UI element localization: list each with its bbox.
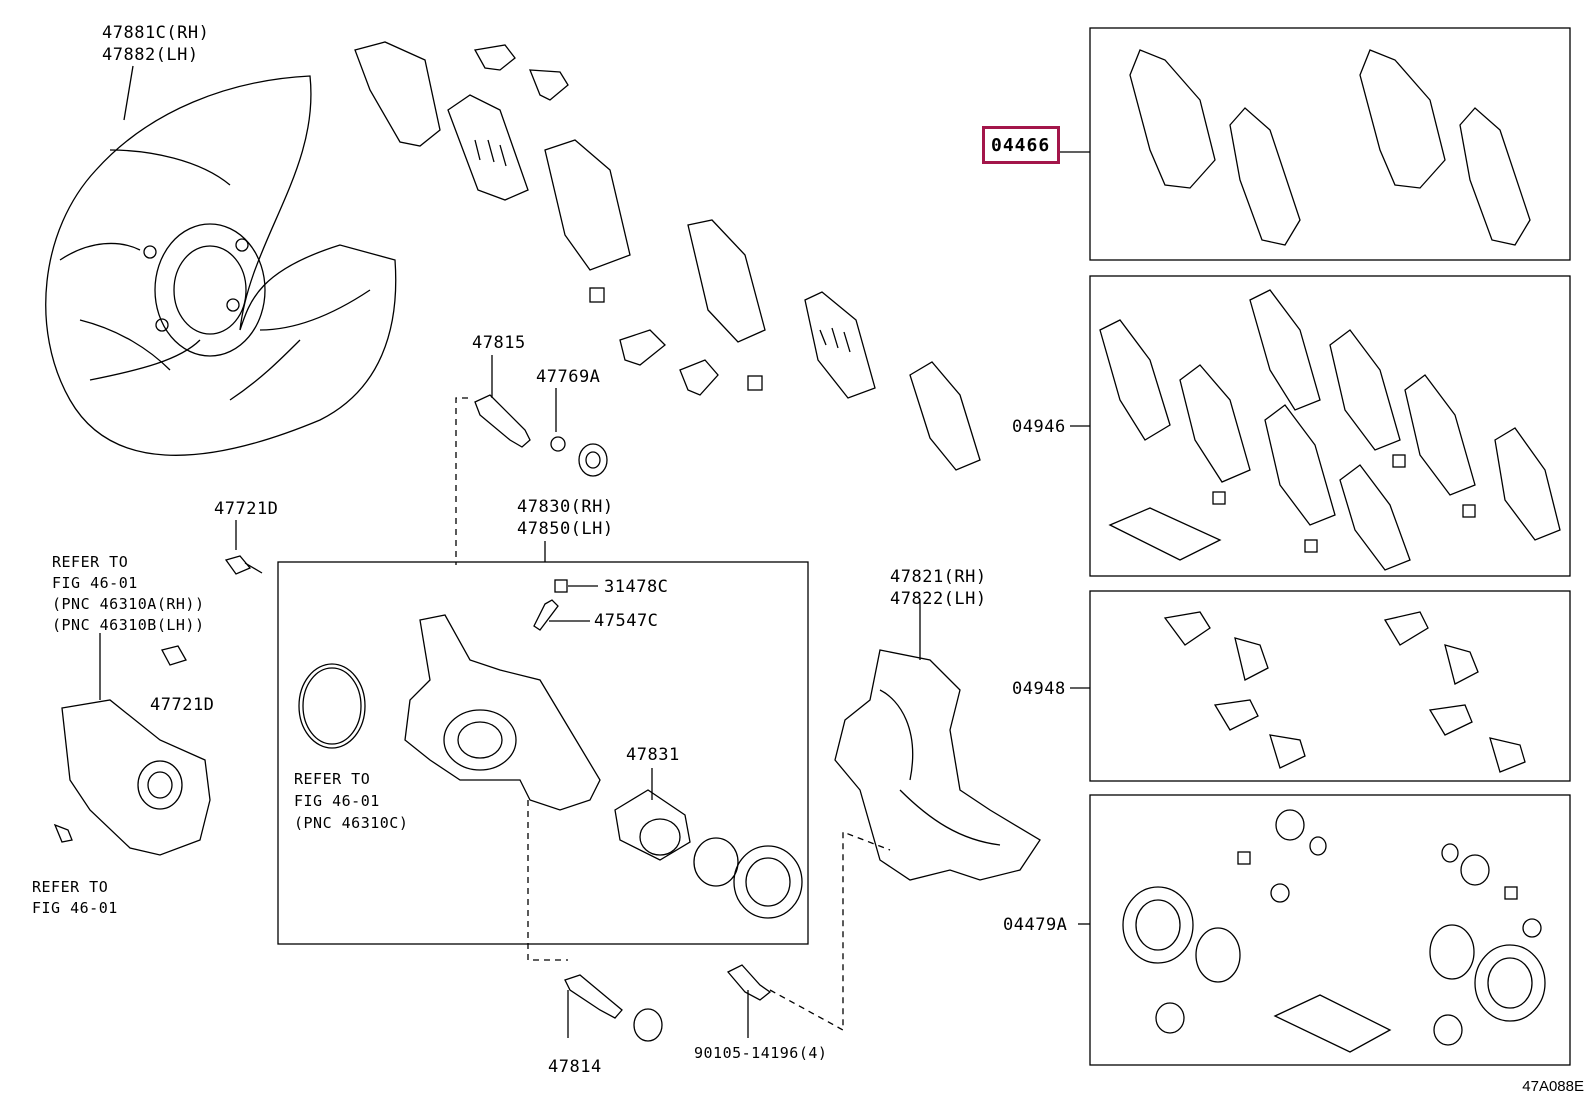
label-47882[interactable]: 47882(LH)	[102, 45, 199, 65]
caliper-body[interactable]	[404, 614, 601, 811]
label-47831[interactable]: 47831	[626, 745, 680, 765]
kit-04466-pads[interactable]	[1129, 49, 1531, 246]
refer-label-bottom-1: REFER TO	[32, 878, 109, 896]
label-47814[interactable]: 47814	[548, 1057, 602, 1077]
label-47769a[interactable]: 47769A	[536, 367, 601, 387]
refer-label-top-2: FIG 46-01	[52, 574, 138, 592]
dashed-lines	[455, 397, 891, 1032]
caliper-mounting[interactable]	[834, 649, 1041, 881]
label-47881c[interactable]: 47881C(RH)	[102, 23, 210, 43]
label-04946[interactable]: 04946	[1012, 417, 1066, 437]
refer-label-bottom-2: FIG 46-01	[32, 899, 118, 917]
refer-label-top-1: REFER TO	[52, 553, 129, 571]
label-47721d-top[interactable]: 47721D	[214, 499, 279, 519]
kit-04479a-seals[interactable]	[1122, 809, 1546, 1053]
parking-brake-actuator[interactable]	[53, 699, 211, 856]
label-04479a[interactable]: 04479A	[1003, 915, 1068, 935]
dust-boot[interactable]	[733, 845, 803, 919]
label-90105-14196[interactable]: 90105-14196(4)	[694, 1044, 828, 1062]
label-47850[interactable]: 47850(LH)	[517, 519, 614, 539]
piston[interactable]	[614, 789, 691, 861]
caliper-seal-ring[interactable]	[298, 663, 366, 749]
refer-label-mid-3: (PNC 46310C)	[294, 814, 409, 832]
guide-pin-top[interactable]	[474, 394, 608, 477]
label-47815[interactable]: 47815	[472, 333, 526, 353]
brake-pads-row[interactable]	[354, 41, 981, 471]
kit-04946-pads[interactable]	[1099, 289, 1561, 571]
label-04466[interactable]: 04466	[991, 135, 1051, 156]
figure-code: 47A088E	[1522, 1078, 1584, 1095]
label-47830[interactable]: 47830(RH)	[517, 497, 614, 517]
caliper-group-box	[277, 561, 809, 945]
label-47721d-bottom[interactable]: 47721D	[150, 695, 215, 715]
refer-label-top-3: (PNC 46310A(RH))	[52, 595, 205, 613]
piston-seal[interactable]	[693, 837, 739, 887]
label-04948[interactable]: 04948	[1012, 679, 1066, 699]
dust-shield[interactable]	[45, 75, 397, 456]
kit-box-04946[interactable]	[1089, 275, 1571, 577]
kit-box-04479a[interactable]	[1089, 794, 1571, 1066]
pad-clips[interactable]	[473, 44, 763, 396]
bolt-90105[interactable]	[726, 964, 772, 1001]
kit-04948-clips[interactable]	[1163, 611, 1526, 773]
refer-label-top-4: (PNC 46310B(LH))	[52, 616, 205, 634]
bleeder[interactable]	[533, 579, 568, 631]
label-47821[interactable]: 47821(RH)	[890, 567, 987, 587]
kit-box-04466[interactable]	[1089, 27, 1571, 261]
guide-pin-bottom[interactable]	[564, 974, 663, 1042]
bolt-47721d[interactable]	[161, 555, 252, 666]
refer-label-mid-1: REFER TO	[294, 770, 371, 788]
refer-label-mid-2: FIG 46-01	[294, 792, 380, 810]
highlight-box-04466[interactable]: 04466	[982, 126, 1060, 164]
label-47547c[interactable]: 47547C	[594, 611, 659, 631]
label-47822[interactable]: 47822(LH)	[890, 589, 987, 609]
kit-box-04948[interactable]	[1089, 590, 1571, 782]
label-31478c[interactable]: 31478C	[604, 577, 669, 597]
